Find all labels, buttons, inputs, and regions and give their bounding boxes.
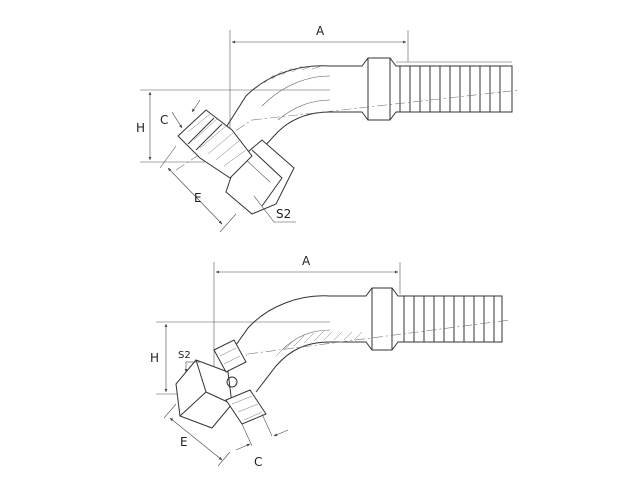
bottom-label-a: A — [302, 254, 311, 268]
bottom-seal-section — [213, 339, 267, 425]
bottom-hose-tail — [330, 287, 503, 351]
top-label-h: H — [136, 121, 145, 135]
bottom-dimension-e: E — [163, 403, 231, 467]
top-s2-callout: S2 — [253, 195, 296, 223]
top-label-a: A — [316, 24, 325, 38]
bottom-dimension-c: C — [235, 413, 289, 469]
top-label-c: C — [160, 113, 168, 127]
bottom-center-line-b — [247, 319, 511, 355]
bottom-s2-callout: S2 — [178, 350, 200, 373]
top-dimension-c: C — [160, 99, 201, 129]
top-dimension-h: H — [136, 89, 330, 163]
top-center-line-b — [251, 89, 521, 121]
top-hose-tail — [330, 57, 513, 121]
top-dimension-e: E — [159, 145, 237, 233]
bottom-dimension-a: A — [213, 254, 401, 380]
bottom-hex-nut — [175, 359, 233, 429]
bottom-label-c: C — [254, 455, 262, 469]
bottom-fitting-view: A H — [150, 254, 511, 469]
top-bent-tube — [217, 65, 331, 161]
top-flange-section — [177, 109, 253, 179]
bottom-label-h: H — [150, 351, 159, 365]
top-label-e: E — [194, 191, 202, 205]
bottom-bent-tube — [223, 295, 363, 393]
top-label-s2: S2 — [276, 207, 291, 221]
bottom-label-e: E — [180, 435, 188, 449]
top-fitting-view: A H — [136, 24, 521, 233]
bottom-label-s2: S2 — [178, 350, 191, 361]
